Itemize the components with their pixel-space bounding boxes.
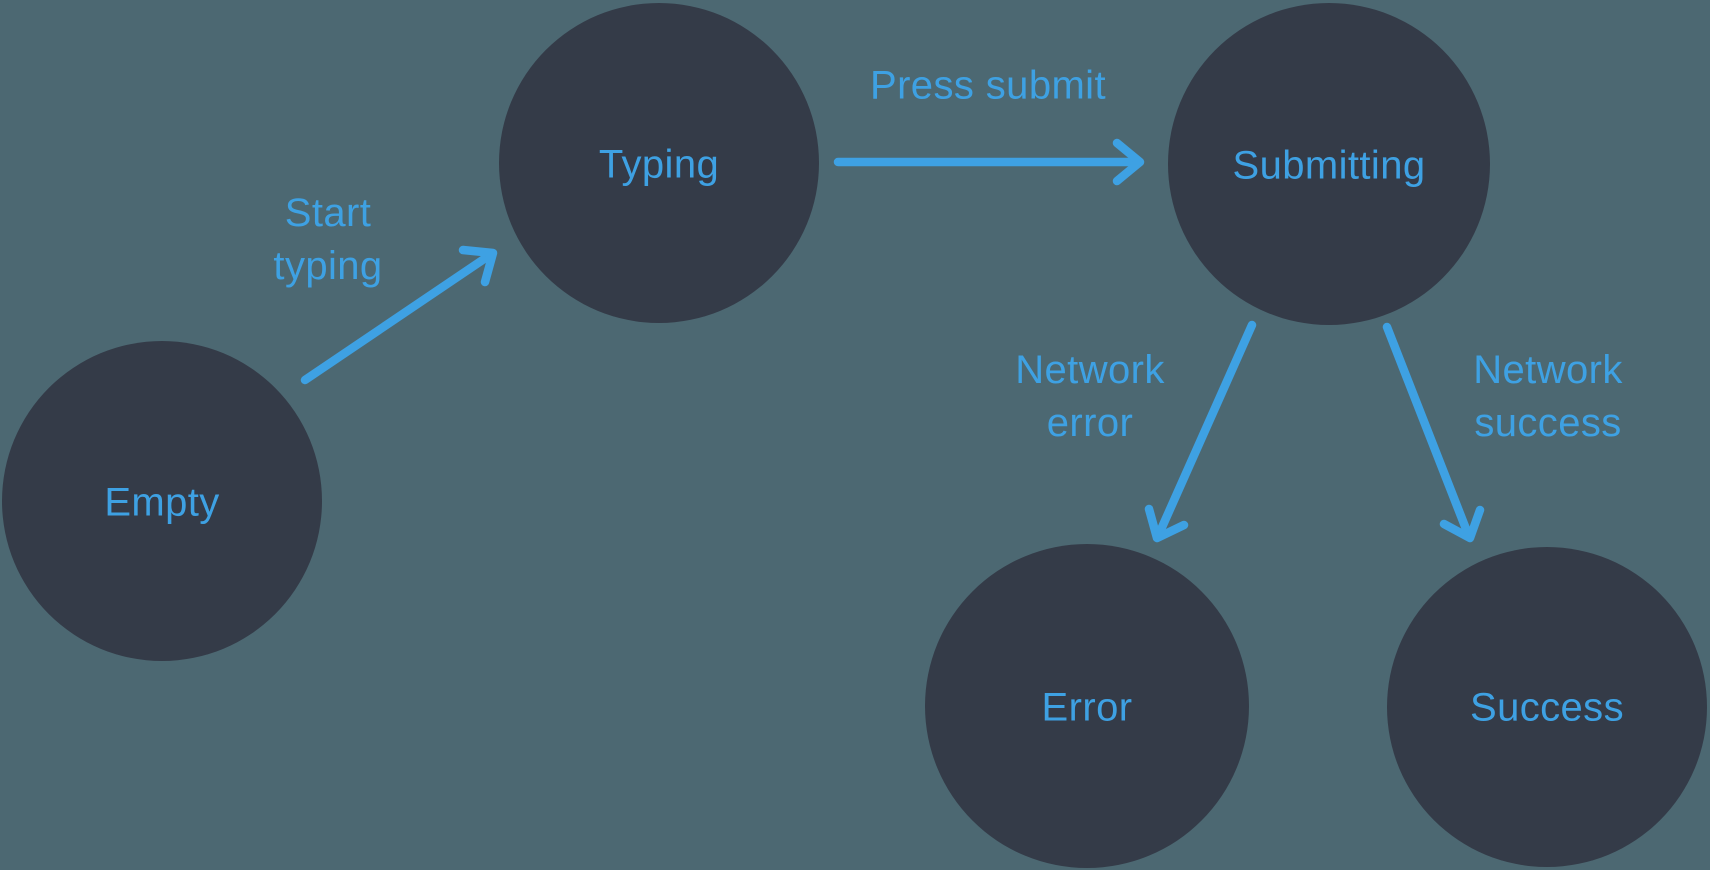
state-label-submitting: Submitting	[1232, 143, 1426, 188]
transition-arrow-network-success	[1382, 322, 1485, 543]
state-circle-error	[925, 544, 1249, 868]
transition-label-press-submit: Press submit	[870, 63, 1106, 108]
state-circle-empty	[2, 341, 322, 661]
transition-arrows	[300, 138, 1485, 543]
transition-arrow-network-error	[1144, 320, 1257, 543]
transition-label-network-error: Network error	[1015, 348, 1165, 445]
transition-arrow-start-typing	[300, 245, 498, 385]
state-label-typing: Typing	[598, 142, 720, 187]
state-circle-success	[1387, 547, 1707, 867]
state-circle-typing	[499, 3, 819, 323]
state-label-empty: Empty	[104, 480, 220, 525]
state-label-error: Error	[1041, 685, 1133, 730]
transition-arrow-press-submit	[833, 138, 1145, 186]
state-circle-submitting	[1168, 3, 1490, 325]
transition-label-network-success: Network success	[1473, 348, 1623, 445]
state-label-success: Success	[1470, 685, 1624, 730]
transition-label-start-typing: Start typing	[273, 191, 383, 288]
